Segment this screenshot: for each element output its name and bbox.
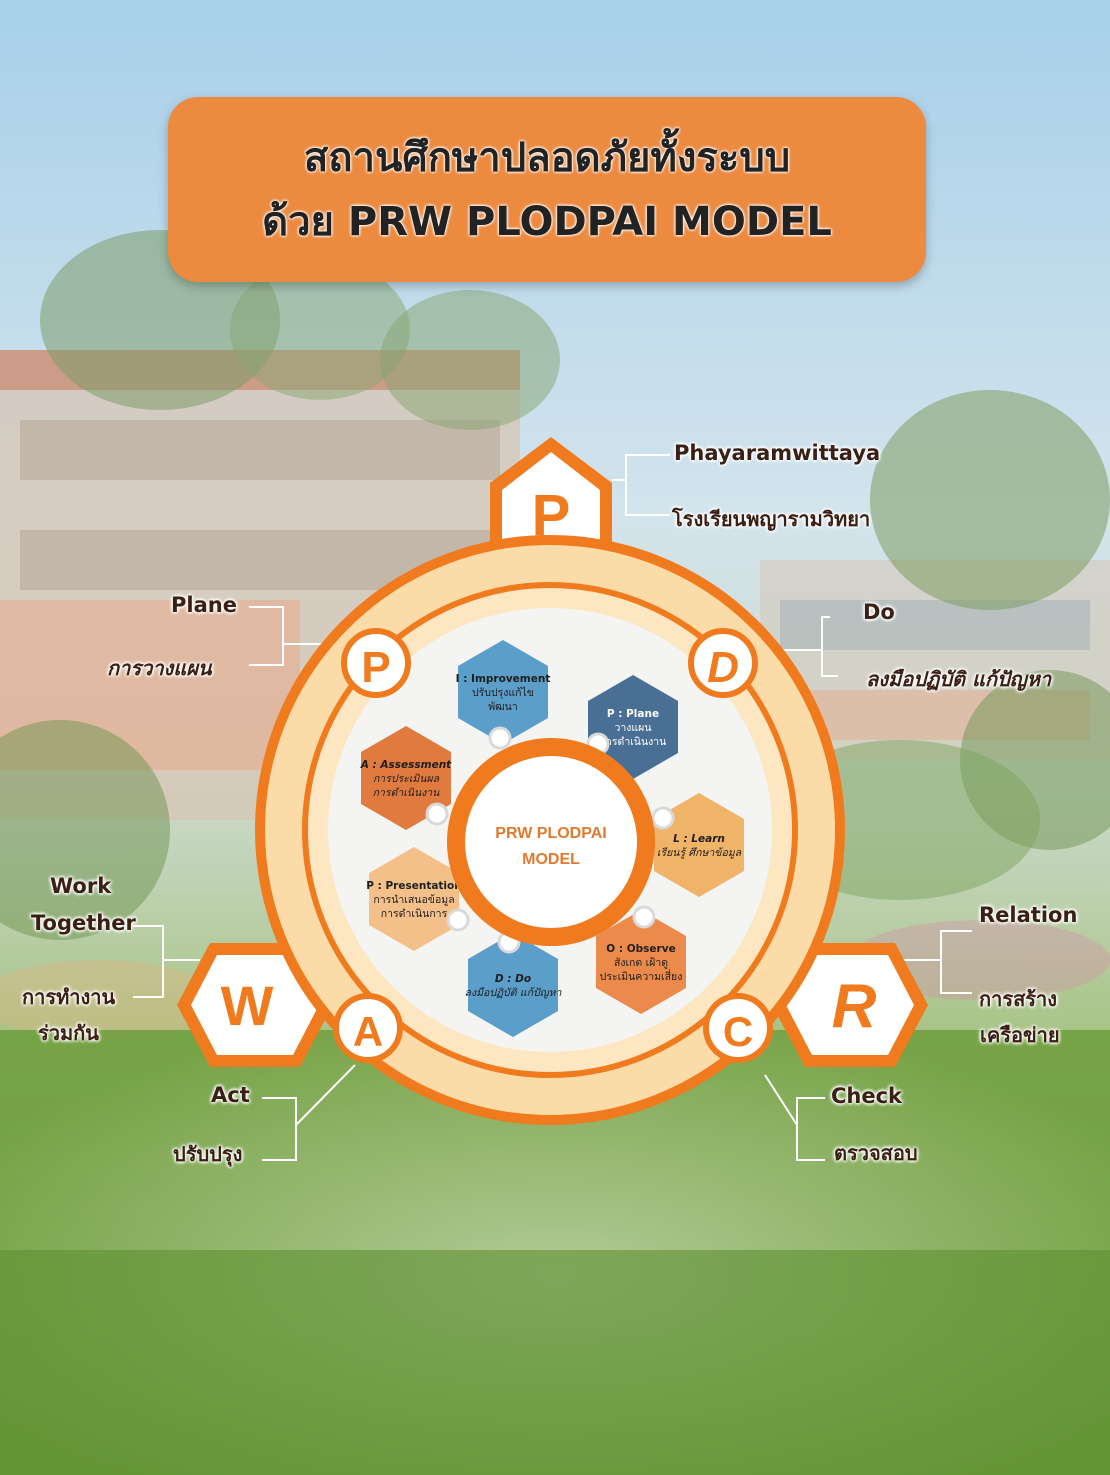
svg-text:D: D	[707, 643, 739, 692]
hexagon-improvement-line-1: ปรับปรุงแก้ไข	[472, 686, 534, 699]
hexagon-presentation-line-0: P : Presentation	[366, 880, 461, 892]
hexagon-shape	[361, 726, 451, 830]
ring-letter-d: D	[688, 628, 758, 698]
ring-letter-p: P	[341, 628, 411, 698]
hexagon-observe-line-1: สังเกต เฝ้าดู	[614, 957, 668, 969]
hexagon-presentation-line-1: การนำเสนอข้อมูล	[373, 894, 454, 906]
label-phayaram-en: Phayaramwittaya	[674, 441, 881, 465]
badge-w-letter: W	[221, 974, 274, 1037]
label-relation-en: Relation	[979, 903, 1078, 927]
hexagon-assessment-line-0: A : Assessment	[360, 759, 452, 771]
title-line-1: สถานศึกษาปลอดภัยทั้งระบบ	[303, 134, 791, 181]
hexagon-presentation-line-2: การดำเนินการ	[381, 908, 448, 920]
hexagon-observe-connector-dot	[632, 905, 656, 929]
hexagon-improvement-connector-dot	[488, 726, 512, 750]
badge-r-letter: R	[832, 972, 877, 1041]
hexagon-learn: L : Learn เรียนรู้ ศึกษาข้อมูล	[651, 793, 744, 897]
label-relation-th-1: การสร้าง	[979, 987, 1058, 1011]
label-plane-en: Plane	[171, 593, 237, 617]
hexagon-shape	[468, 933, 558, 1037]
hexagon-learn-line-1: เรียนรู้ ศึกษาข้อมูล	[657, 847, 742, 859]
hexagon-improvement-line-0: I : Improvement	[456, 673, 551, 685]
svg-text:P: P	[361, 643, 390, 692]
label-do-en: Do	[863, 600, 895, 624]
hexagon-shape	[458, 640, 548, 744]
hexagon-shape	[588, 675, 678, 779]
svg-text:A: A	[353, 1008, 383, 1055]
hexagon-improvement-line-2: พัฒนา	[488, 701, 517, 713]
label-work-th-1: การทำงาน	[22, 985, 116, 1009]
label-act-en: Act	[211, 1083, 250, 1107]
hexagon-shape	[369, 847, 459, 951]
hexagon-observe-line-2: ประเมินความเสี่ยง	[600, 969, 683, 983]
title-banner: สถานศึกษาปลอดภัยทั้งระบบ ด้วย PRW PLODPA…	[168, 97, 926, 282]
badge-r-bottom-right: R	[772, 943, 928, 1067]
svg-text:C: C	[723, 1008, 753, 1055]
center-title-line1: PRW PLODPAI	[495, 825, 606, 842]
hexagon-shape	[654, 793, 744, 897]
center-circle: PRW PLODPAI MODEL	[447, 738, 655, 946]
hexagon-observe-line-0: O : Observe	[606, 943, 675, 955]
hexagon-plane-line-2: การดำเนินงาน	[600, 736, 667, 748]
label-plane-th: การวางแผน	[107, 656, 212, 680]
hexagon-learn-line-0: L : Learn	[673, 833, 725, 845]
hexagon-assessment-connector-dot	[425, 802, 449, 826]
hexagon-presentation-connector-dot	[446, 908, 470, 932]
connector-lines	[133, 454, 972, 1161]
label-do-th: ลงมือปฏิบัติ แก้ปัญหา	[866, 667, 1052, 691]
ring-letter-a: A	[333, 993, 403, 1063]
hexagon-assessment-line-1: การประเมินผล	[373, 773, 440, 785]
hexagon-presentation: P : Presentation การนำเสนอข้อมูลการดำเนิน…	[366, 847, 470, 951]
label-work-en-1: Work	[50, 874, 112, 898]
label-phayaram-th: โรงเรียนพญารามวิทยา	[672, 507, 871, 531]
label-act-th: ปรับปรุง	[173, 1142, 243, 1166]
label-work-th-2: ร่วมกัน	[38, 1021, 99, 1045]
hexagon-plane-line-0: P : Plane	[607, 708, 659, 720]
label-check-th: ตรวจสอบ	[834, 1141, 918, 1165]
label-work-en-2: Together	[31, 911, 136, 935]
hexagon-plane-line-1: วางแผน	[614, 722, 651, 734]
label-relation-th-2: เครือข่าย	[980, 1023, 1060, 1047]
hexagon-learn-connector-dot	[651, 806, 675, 830]
hexagon-shape	[596, 910, 686, 1014]
label-check-en: Check	[831, 1084, 903, 1108]
hexagon-assessment-line-2: การดำเนินงาน	[373, 787, 441, 799]
center-title-line2: MODEL	[522, 851, 580, 868]
hexagon-do-line-0: D : Do	[495, 973, 531, 985]
ring-letter-c: C	[703, 993, 773, 1063]
hexagon-do-line-1: ลงมือปฏิบัติ แก้ปัญหา	[465, 987, 563, 999]
title-line-2: ด้วย PRW PLODPAI MODEL	[262, 198, 832, 245]
hexagon-observe: O : Observe สังเกต เฝ้าดูประเมินความเสี่ย…	[596, 905, 686, 1014]
